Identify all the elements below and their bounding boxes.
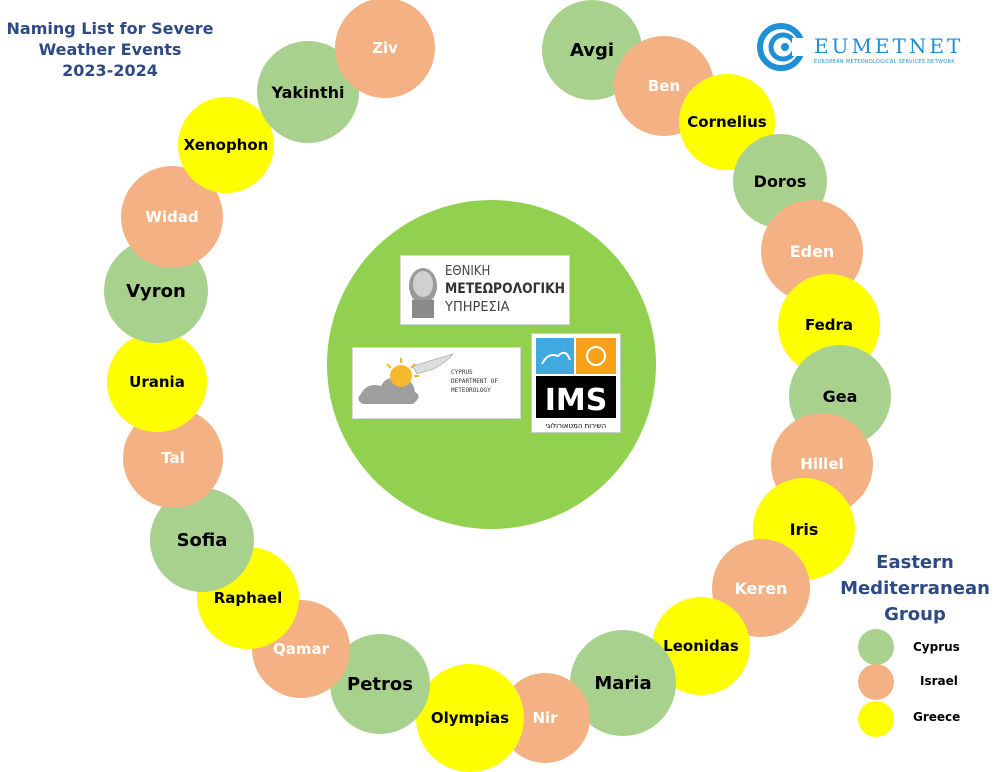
name-circle-olympias: Olympias <box>416 664 524 772</box>
legend-title-line-1: Eastern <box>876 552 954 573</box>
name-circle-cornelius: Cornelius <box>679 74 775 170</box>
name-label: Doros <box>753 171 807 191</box>
sun-cloud-icon: CYPRUS DEPARTMENT OF METEOROLOGY <box>358 353 498 404</box>
name-label: Xenophon <box>183 136 269 154</box>
legend-label-greece: Greece <box>913 710 961 724</box>
name-label: Raphael <box>213 589 283 607</box>
name-circle-ziv: Ziv <box>335 0 435 98</box>
title-line-2: Weather Events <box>38 40 182 59</box>
name-label: Qamar <box>272 640 330 658</box>
legend-title: Eastern Mediterranean Group <box>830 550 1000 628</box>
name-label: Gea <box>822 386 858 406</box>
cyprus-met-logo: CYPRUS DEPARTMENT OF METEOROLOGY <box>352 347 521 419</box>
cyprus-line-2: DEPARTMENT OF <box>451 378 498 385</box>
name-label: Fedra <box>804 316 854 334</box>
name-label: Maria <box>594 672 652 694</box>
hnms-line-3: ΥΠΗΡΕΣΙΑ <box>444 300 510 315</box>
hnms-logo: ΕΘΝΙΚΗ ΜΕΤΕΩΡΟΛΟΓΙΚΗ ΥΠΗΡΕΣΙΑ <box>400 255 570 325</box>
legend-title-line-3: Group <box>884 604 946 625</box>
name-circle-yakinthi: Yakinthi <box>257 41 359 143</box>
name-label: Leonidas <box>663 637 739 655</box>
eumetnet-subtitle: EUROPEAN METEOROLOGICAL SERVICES NETWORK <box>814 59 955 65</box>
name-label: Iris <box>789 519 819 539</box>
name-circle-xenophon: Xenophon <box>178 97 274 193</box>
legend-swatch-israel <box>858 664 894 700</box>
legend-swatch-greece <box>858 701 894 737</box>
name-label: Sofia <box>176 529 228 551</box>
title-line-1: Naming List for Severe <box>6 19 214 38</box>
cyprus-line-1: CYPRUS <box>451 369 473 376</box>
legend-title-line-2: Mediterranean <box>840 578 990 599</box>
cyprus-line-3: METEOROLOGY <box>451 387 491 394</box>
name-label: Vyron <box>126 280 186 302</box>
name-circle-urania: Urania <box>107 332 207 432</box>
name-label: Keren <box>734 578 788 598</box>
name-label: Ben <box>647 77 681 95</box>
diagram-title: Naming List for Severe Weather Events 20… <box>0 18 220 81</box>
ims-text: IMS <box>545 383 608 418</box>
eumetnet-logo: EUMETNET EUROPEAN METEOROLOGICAL SERVICE… <box>756 22 996 72</box>
name-circle-qamar: Qamar <box>252 600 350 698</box>
title-line-3: 2023-2024 <box>62 61 158 80</box>
name-label: Nir <box>532 709 558 727</box>
legend-label-israel: Israel <box>920 674 958 688</box>
hnms-line-1: ΕΘΝΙΚΗ <box>445 264 490 279</box>
name-label: Eden <box>789 241 835 261</box>
name-label: Cornelius <box>687 113 767 131</box>
legend-label-cyprus: Cyprus <box>913 640 960 654</box>
name-label: Hillel <box>800 455 844 473</box>
name-label: Tal <box>161 449 185 467</box>
legend-swatch-cyprus <box>858 629 894 665</box>
ims-logo: IMS השירות המטאורולוגי <box>531 333 621 433</box>
name-label: Widad <box>145 208 199 226</box>
name-label: Petros <box>347 673 413 695</box>
aristotle-bust-icon: ΕΘΝΙΚΗ ΜΕΤΕΩΡΟΛΟΓΙΚΗ ΥΠΗΡΕΣΙΑ <box>409 264 565 318</box>
name-label: Avgi <box>569 39 615 61</box>
ims-weather-icon: IMS השירות המטאורולוגי <box>536 338 616 430</box>
name-label: Yakinthi <box>271 82 345 102</box>
name-label: Olympias <box>430 709 510 727</box>
name-label: Urania <box>129 373 185 391</box>
name-label: Ziv <box>372 39 398 57</box>
eumetnet-text: EUMETNET <box>814 34 964 58</box>
eumetnet-swirl-icon <box>757 23 808 71</box>
ims-sub: השירות המטאורולוגי <box>546 422 606 430</box>
hnms-line-2: ΜΕΤΕΩΡΟΛΟΓΙΚΗ <box>445 281 565 297</box>
name-circle-widad: Widad <box>121 166 223 268</box>
